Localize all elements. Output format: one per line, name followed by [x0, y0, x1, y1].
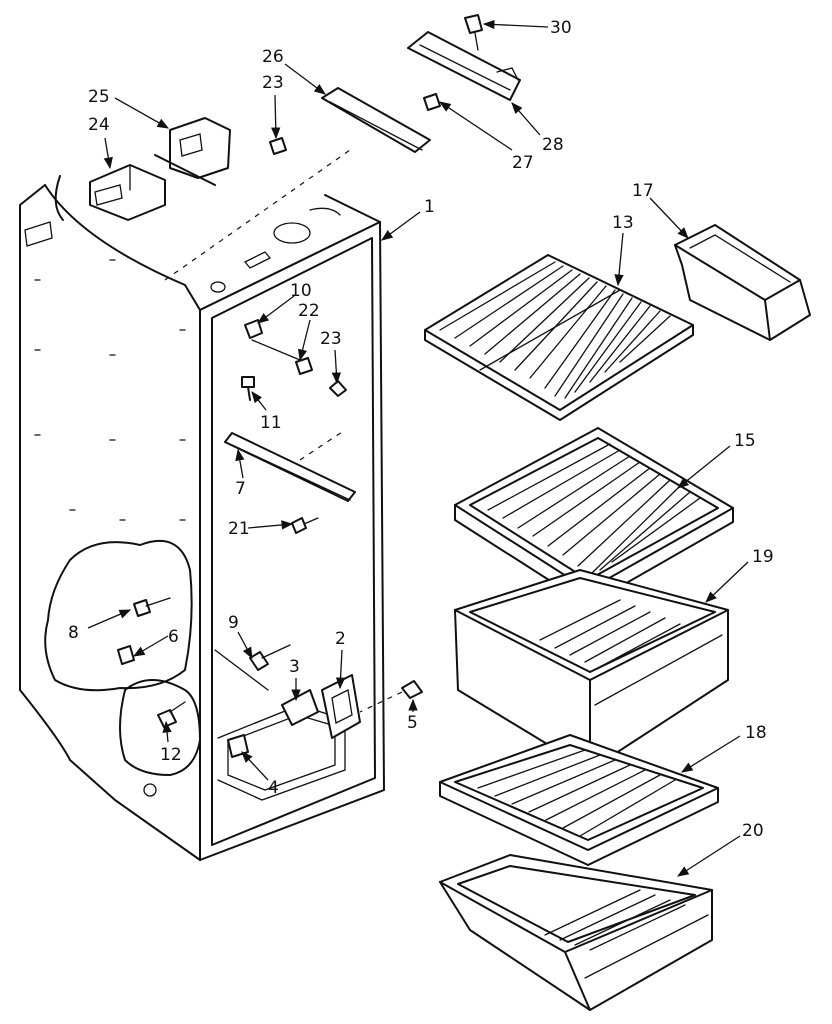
callout-11: 11 — [260, 413, 282, 433]
bumper-4 — [227, 734, 249, 758]
callout-24: 24 — [88, 115, 110, 135]
callout-labels: 1 2 3 4 5 6 7 8 9 10 11 12 13 15 17 18 1… — [68, 18, 774, 841]
callout-4: 4 — [268, 778, 279, 798]
callout-13: 13 — [612, 213, 634, 233]
light-shield-28 — [407, 31, 521, 101]
cabinet-liner — [19, 149, 385, 861]
screw-6 — [117, 645, 135, 665]
clip-22 — [295, 357, 313, 375]
door-bin-17 — [674, 224, 811, 341]
crisper-pan-20 — [439, 854, 713, 1011]
callout-23b: 23 — [262, 73, 284, 93]
rail-26 — [321, 87, 431, 153]
callout-3: 3 — [289, 657, 300, 677]
callout-22: 22 — [298, 301, 320, 321]
callout-6: 6 — [168, 627, 179, 647]
callout-7: 7 — [235, 479, 246, 499]
crisper-cover-15 — [454, 427, 734, 606]
callout-1: 1 — [424, 197, 435, 217]
callout-10: 10 — [290, 281, 312, 301]
screw-12 — [157, 701, 186, 728]
callout-19: 19 — [752, 547, 774, 567]
callout-23a: 23 — [320, 329, 342, 349]
callout-2: 2 — [335, 629, 346, 649]
callout-27: 27 — [512, 153, 534, 173]
callout-5: 5 — [407, 713, 418, 733]
callout-30: 30 — [550, 18, 572, 38]
callout-21: 21 — [228, 519, 250, 539]
screw-11 — [241, 376, 255, 401]
callout-26: 26 — [262, 47, 284, 67]
crisper-cover-18 — [439, 734, 719, 866]
bracket-25 — [154, 117, 231, 186]
leader-lines — [87, 19, 749, 877]
control-housing-24 — [89, 164, 166, 221]
clip-30 — [464, 14, 483, 51]
screw-9 — [249, 644, 291, 671]
wire-shelf-13 — [424, 254, 694, 421]
callout-15: 15 — [734, 431, 756, 451]
shelf-support-rail — [224, 429, 356, 502]
callout-20: 20 — [742, 821, 764, 841]
screw-5 — [359, 680, 423, 713]
screw-23-top — [269, 137, 287, 155]
clip-10 — [244, 319, 301, 361]
screw-27 — [423, 93, 441, 111]
callout-25: 25 — [88, 87, 110, 107]
callout-28: 28 — [542, 135, 564, 155]
screw-8 — [133, 597, 171, 617]
callout-18: 18 — [745, 723, 767, 743]
screw-21 — [291, 517, 319, 534]
callout-9: 9 — [228, 613, 239, 633]
callout-8: 8 — [68, 623, 79, 643]
callout-12: 12 — [160, 745, 182, 765]
crisper-pan-19 — [454, 569, 729, 771]
callout-17: 17 — [632, 181, 654, 201]
